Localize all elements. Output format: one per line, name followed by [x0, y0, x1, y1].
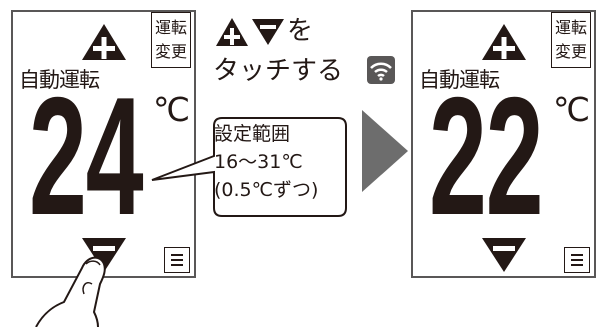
right-arrow-icon — [358, 108, 410, 194]
callout-line-2: 16〜31℃ — [214, 151, 303, 173]
plus-triangle-icon — [482, 24, 526, 60]
left-remote-display: 運転 変更 自動運転 24 ℃ — [11, 10, 196, 278]
temperature-unit: ℃ — [553, 90, 591, 129]
wifi-icon — [367, 56, 395, 84]
menu-icon — [571, 254, 583, 266]
finger-pointer-icon — [34, 250, 134, 327]
menu-icon — [171, 254, 183, 266]
mode-change-label-1: 運転 — [554, 18, 587, 37]
mode-change-label-1: 運転 — [154, 18, 187, 37]
operation-mode-text: 自動運転 — [419, 68, 500, 92]
mode-change-label-2: 変更 — [554, 42, 587, 61]
minus-button[interactable] — [481, 236, 527, 274]
menu-button[interactable] — [164, 247, 190, 273]
mode-change-label-2: 変更 — [154, 42, 187, 61]
instruction-line-1: を — [213, 14, 373, 50]
minus-triangle-icon — [251, 18, 285, 46]
plus-button[interactable] — [81, 22, 127, 62]
mode-change-button[interactable]: 運転 変更 — [551, 12, 591, 68]
callout-line-3: (0.5℃ずつ) — [214, 179, 319, 201]
mode-change-button[interactable]: 運転 変更 — [151, 12, 191, 68]
plus-triangle-icon — [82, 24, 126, 60]
minus-triangle-icon — [82, 238, 126, 272]
minus-button[interactable] — [81, 236, 127, 274]
callout-text: 設定範囲 16〜31℃ (0.5℃ずつ) — [214, 120, 318, 204]
setting-range-callout: 設定範囲 16〜31℃ (0.5℃ずつ) — [150, 116, 355, 220]
right-remote-display: 運転 変更 自動運転 22 ℃ — [411, 10, 596, 278]
operation-mode-text: 自動運転 — [19, 68, 100, 92]
instruction-line-2: タッチする — [213, 56, 344, 86]
temperature-value: 22 — [429, 62, 544, 250]
minus-triangle-icon — [482, 238, 526, 272]
plus-triangle-icon — [215, 17, 249, 47]
instruction-suffix: を — [287, 16, 314, 46]
plus-button[interactable] — [481, 22, 527, 62]
temperature-unit: ℃ — [153, 90, 191, 129]
menu-button[interactable] — [564, 247, 590, 273]
callout-line-1: 設定範囲 — [214, 123, 291, 145]
temperature-value: 24 — [29, 62, 144, 250]
